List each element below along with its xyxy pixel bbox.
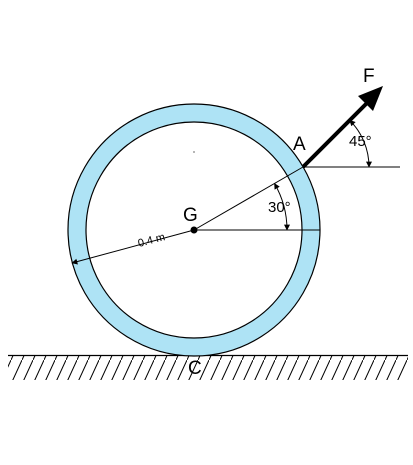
force-arrow — [301, 96, 374, 169]
angle-arc-30 — [274, 182, 290, 231]
radius-line-ga — [193, 166, 304, 231]
force-arrowhead — [358, 86, 383, 111]
angle-arc-45 — [349, 119, 373, 168]
angle-45-label: 45° — [349, 133, 372, 150]
point-c-label: C — [188, 358, 202, 379]
wheel-ring — [67, 103, 321, 357]
angle-30-label: 30° — [268, 199, 291, 216]
radius-label: 0.4 m — [137, 231, 167, 250]
ground-hatching — [8, 356, 408, 380]
stray-dot — [193, 151, 195, 153]
ground — [8, 354, 408, 380]
center-point-g — [190, 226, 198, 234]
point-a-label: A — [293, 134, 306, 155]
point-g-label: G — [183, 205, 198, 226]
radius-dimension-line — [71, 229, 195, 265]
force-label: F — [363, 66, 375, 87]
